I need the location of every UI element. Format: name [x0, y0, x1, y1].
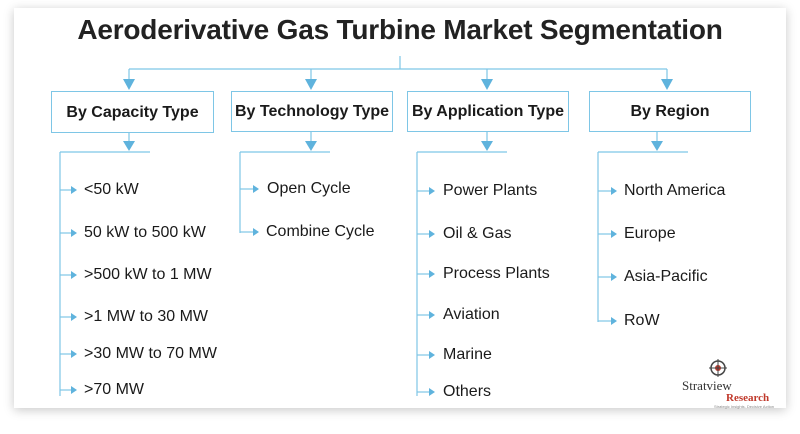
capacity-item: >1 MW to 30 MW	[84, 308, 209, 325]
region-item: Asia-Pacific	[624, 268, 708, 285]
segment-heading-region: By Region	[589, 91, 751, 132]
logo-mark-icon	[709, 359, 727, 377]
segment-heading-technology: By Technology Type	[231, 91, 393, 132]
application-item: Aviation	[443, 306, 500, 323]
region-item: RoW	[624, 312, 660, 329]
logo-tagline: Strategic Insights. Decisive Action	[714, 404, 775, 409]
segment-heading-capacity: By Capacity Type	[51, 91, 214, 133]
application-item: Process Plants	[443, 265, 550, 282]
application-item: Marine	[443, 346, 492, 363]
logo-sub: Research	[726, 392, 770, 404]
region-item: Europe	[624, 225, 676, 242]
application-item: Oil & Gas	[443, 225, 512, 242]
capacity-item: >30 MW to 70 MW	[84, 345, 217, 362]
diagram-title: Aeroderivative Gas Turbine Market Segmen…	[77, 14, 723, 45]
logo-name: Stratview	[682, 378, 732, 393]
capacity-item: 50 kW to 500 kW	[84, 224, 206, 241]
application-item: Power Plants	[443, 182, 538, 199]
company-logo: Stratview Research Strategic Insights. D…	[676, 358, 776, 410]
application-item: Others	[443, 383, 492, 400]
region-item: North America	[624, 182, 726, 199]
technology-item: Combine Cycle	[266, 223, 375, 240]
capacity-item: <50 kW	[84, 181, 139, 198]
technology-item: Open Cycle	[267, 180, 351, 197]
segment-heading-application: By Application Type	[407, 91, 569, 132]
capacity-item: >500 kW to 1 MW	[84, 266, 212, 283]
capacity-item: >70 MW	[84, 381, 145, 398]
diagram-card	[14, 8, 786, 408]
